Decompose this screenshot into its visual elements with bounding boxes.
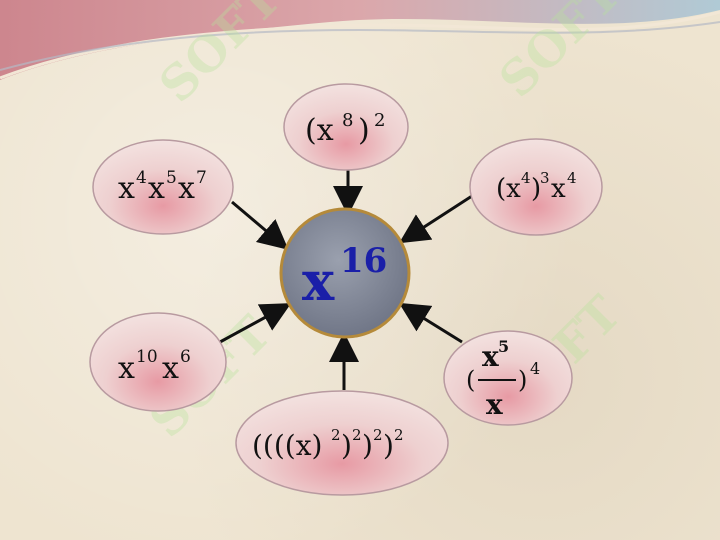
node-br-num-exp: 5 [498,337,509,356]
node-bottom-right: x 5 ( ) 4 x [443,330,573,426]
node-bottom: ((((x) 2 ) 2 ) 2 ) 2 [235,390,449,496]
node-tr-open: (x [496,174,521,204]
node-br-num: x [482,340,499,373]
arrow-bottom-left [219,303,292,344]
node-top: (x 8 ) 2 [283,83,409,171]
node-tr-e3: 4 [567,169,577,187]
node-top-base: (x [305,113,334,148]
node-b-c3: ) [383,429,394,462]
node-br-exp: 4 [530,359,540,378]
node-tl-x3: x [178,171,195,206]
node-tl-e1: 4 [136,168,147,188]
node-top-left: x 4 x 5 x 7 [92,139,234,235]
center-base: x [302,249,335,313]
node-b-open: ((((x) [252,429,322,462]
node-tr-x: x [551,174,566,204]
node-top-exp2: 2 [374,110,385,131]
arrow-top-right [398,194,473,244]
arrow-bottom-right [398,302,463,344]
header-waves [0,0,720,80]
node-bl-x1: x [118,351,135,386]
node-b-e3: 2 [373,426,383,444]
node-b-e2: 2 [352,426,362,444]
node-top-close: ) [358,113,370,148]
node-bl-e2: 6 [180,347,191,367]
node-br-close: ) [518,366,527,394]
node-bottom-left: x 10 x 6 [89,312,227,412]
center-node: x 16 [279,207,411,339]
node-top-right: (x 4 ) 3 x 4 [469,138,603,236]
node-bl-x2: x [162,351,179,386]
center-exponent: 16 [340,241,387,281]
node-top-exp1: 8 [342,110,353,131]
node-br-open: ( [466,366,475,394]
arrows [219,170,473,390]
node-b-c2: ) [362,429,373,462]
node-tl-e3: 7 [196,168,207,188]
node-b-e1: 2 [331,426,341,444]
node-tr-close: ) [531,174,541,204]
node-tl-x2: x [148,171,165,206]
node-bl-e1: 10 [136,347,158,367]
arrow-top-left [231,200,289,250]
node-tl-e2: 5 [166,168,177,188]
node-tl-x1: x [118,171,135,206]
node-b-c1: ) [341,429,352,462]
node-tr-e1: 4 [521,169,531,187]
node-tr-e2: 3 [540,169,550,187]
node-br-den: x [486,388,503,421]
node-b-e4: 2 [394,426,404,444]
